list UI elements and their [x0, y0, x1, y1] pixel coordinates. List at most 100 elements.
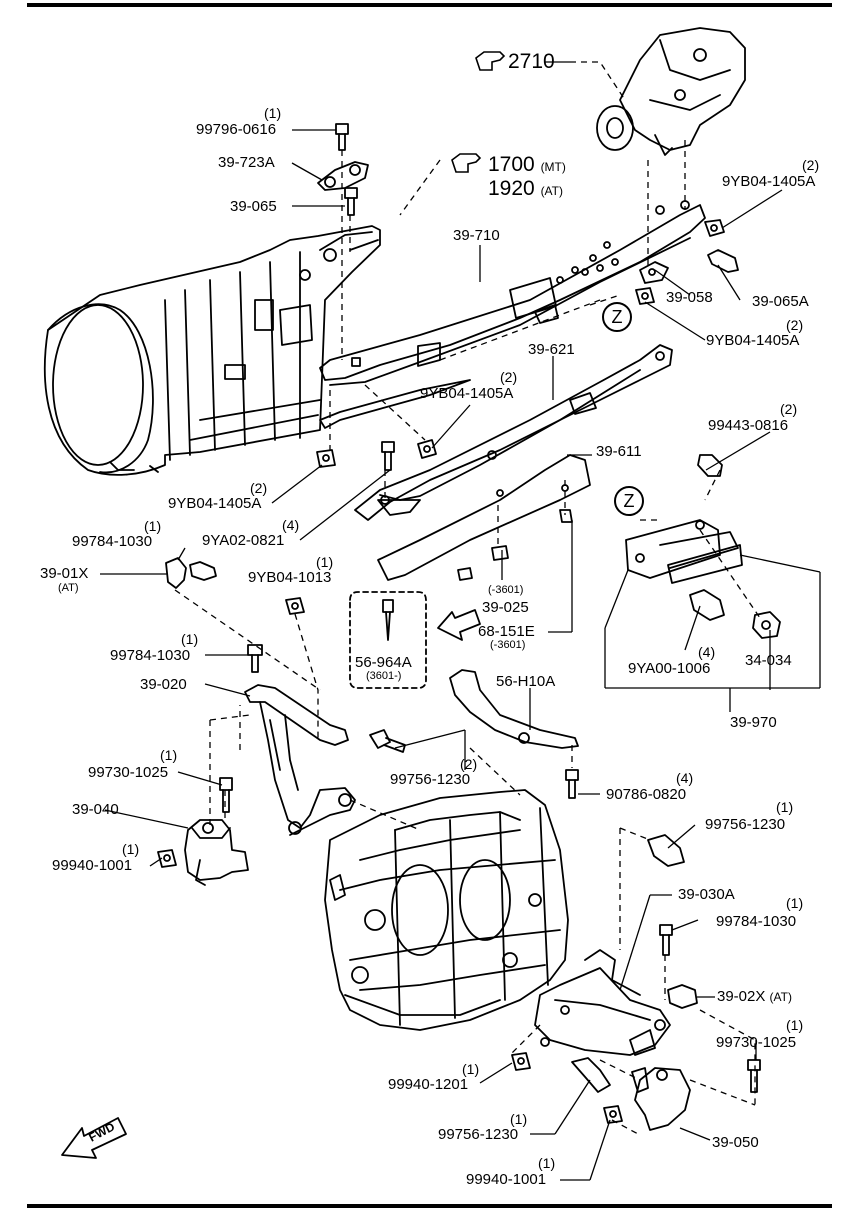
part-label-99756-1230[interactable]: 99756-1230 — [438, 1126, 519, 1143]
part-label-99940-1001[interactable]: 99940-1001 — [466, 1171, 547, 1188]
bolt-9ya00-1006 — [689, 589, 725, 621]
qty-label: (1) — [786, 895, 804, 911]
part-label-99940-1201[interactable]: 99940-1201 — [388, 1076, 469, 1093]
pointer-hand-icon — [451, 153, 482, 173]
part-label-39-02x[interactable]: 39-02X (AT) — [717, 988, 792, 1005]
qty-label: (1) — [316, 554, 334, 570]
qty-label: (1) — [181, 631, 199, 647]
clip-39-025 — [457, 545, 509, 581]
bolt-39-065 — [344, 187, 358, 216]
qty-label: (2) — [250, 480, 268, 496]
part-label-9yb04-1405a[interactable]: 9YB04-1405A — [420, 385, 514, 402]
part-label-99756-1230[interactable]: 99756-1230 — [390, 771, 471, 788]
part-label-99443-0816[interactable]: 99443-0816 — [708, 417, 789, 434]
clip-68-151e — [559, 509, 573, 523]
part-label-9yb04-1405a[interactable]: 9YB04-1405A — [168, 495, 262, 512]
plate-39-611 — [377, 454, 591, 581]
qty-label: (4) — [676, 770, 694, 786]
part-label-99784-1030[interactable]: 99784-1030 — [72, 533, 153, 550]
qty-label: (1) — [786, 1017, 804, 1033]
mount-39-040 — [184, 819, 249, 886]
bracket-56-h10a — [449, 669, 579, 749]
part-label-99796-0616[interactable]: 99796-0616 — [196, 121, 277, 138]
part-tag-at: (AT) — [58, 582, 79, 594]
transmission-housing — [43, 225, 381, 476]
part-label-39-020[interactable]: 39-020 — [140, 676, 187, 693]
part-label-39-970[interactable]: 39-970 — [730, 714, 777, 731]
part-label-39-025[interactable]: 39-025 — [482, 599, 529, 616]
qty-label: (1) — [776, 799, 794, 815]
ref-2710[interactable]: 2710 — [508, 50, 555, 73]
part-label-9yb04-1405a[interactable]: 9YB04-1405A — [722, 173, 816, 190]
leader-lines — [100, 61, 821, 1181]
nut-9yb04-l — [316, 449, 336, 468]
bolt-99756-c — [571, 1057, 611, 1093]
part-tag-3601: (-3601) — [490, 639, 526, 651]
part-tag-3601: (-3601) — [488, 584, 524, 596]
part-label-9yb04-1405a[interactable]: 9YB04-1405A — [706, 332, 800, 349]
group-56-964a — [349, 591, 427, 689]
part-label-99940-1001[interactable]: 99940-1001 — [52, 857, 133, 874]
fwd-arrow — [61, 1117, 127, 1159]
part-label-39-040[interactable]: 39-040 — [72, 801, 119, 818]
qty-label: (4) — [282, 517, 300, 533]
qty-label: (1) — [510, 1111, 528, 1127]
part-label-39-058[interactable]: 39-058 — [666, 289, 713, 306]
part-tag-3601-plus: (3601-) — [366, 670, 402, 682]
part-label-39-710[interactable]: 39-710 — [453, 227, 500, 244]
bolt-99730-a — [219, 777, 233, 813]
bolt-9ya02-0821 — [381, 441, 395, 471]
part-label-39-723a[interactable]: 39-723A — [218, 154, 275, 171]
pointer-icons — [451, 51, 506, 173]
part-label-9ya02-0821[interactable]: 9YA02-0821 — [202, 532, 285, 549]
part-label-99730-1025[interactable]: 99730-1025 — [88, 764, 169, 781]
nut-9yb04-1013 — [285, 597, 305, 615]
part-label-99784-1030[interactable]: 99784-1030 — [716, 913, 797, 930]
bolt-99784-c — [659, 924, 673, 956]
part-label-39-01x[interactable]: 39-01X — [40, 565, 89, 582]
nut-34-034 — [752, 611, 781, 639]
part-label-9ya00-1006[interactable]: 9YA00-1006 — [628, 660, 711, 677]
bracket-39-621 — [354, 344, 673, 521]
bolt-90786-0820 — [565, 769, 579, 799]
part-label-39-065[interactable]: 39-065 — [230, 198, 277, 215]
engine-block — [324, 789, 569, 1031]
part-label-99756-1230[interactable]: 99756-1230 — [705, 816, 786, 833]
dashed-lines — [174, 61, 761, 1136]
nut-9yb04-r — [635, 287, 655, 305]
part-label-99784-1030[interactable]: 99784-1030 — [110, 647, 191, 664]
differential — [596, 27, 746, 156]
part-label-34-034[interactable]: 34-034 — [745, 652, 792, 669]
bolt-99784-b — [247, 644, 263, 673]
qty-label: (2) — [786, 317, 804, 333]
qty-label: (2) — [460, 756, 478, 772]
part-label-39-621[interactable]: 39-621 — [528, 341, 575, 358]
bottom-border — [27, 1204, 832, 1208]
bolt-99443-0816 — [697, 454, 723, 477]
bolt-99756-b — [647, 834, 685, 867]
part-label-39-050[interactable]: 39-050 — [712, 1134, 759, 1151]
part-label-39-065a[interactable]: 39-065A — [752, 293, 809, 310]
qty-label: (1) — [144, 518, 162, 534]
part-label-68-151e[interactable]: 68-151E — [478, 623, 535, 640]
qty-label: (2) — [500, 369, 518, 385]
qty-label: (1) — [160, 747, 178, 763]
ref-1920[interactable]: 1920 (AT) — [488, 177, 563, 200]
part-label-9yb04-1013[interactable]: 9YB04-1013 — [248, 569, 332, 586]
part-label-99730-1025[interactable]: 99730-1025 — [716, 1034, 797, 1051]
part-label-56-964a[interactable]: 56-964A — [355, 654, 412, 671]
ref-1700[interactable]: 1700 (MT) — [488, 153, 566, 176]
part-label-56-h10a[interactable]: 56-H10A — [496, 673, 556, 690]
nut-9yb04-tr — [704, 219, 725, 237]
part-label-90786-0820[interactable]: 90786-0820 — [606, 786, 687, 803]
assembly-39-970 — [625, 519, 743, 584]
part-label-39-611[interactable]: 39-611 — [596, 443, 642, 460]
part-label-39-030a[interactable]: 39-030A — [678, 886, 735, 903]
qty-label: (1) — [538, 1155, 556, 1171]
bracket-39-058 — [639, 261, 669, 284]
bolt-39-065a — [707, 249, 739, 273]
qty-label: (1) — [122, 841, 140, 857]
qty-label: (2) — [802, 157, 820, 173]
nut-99940-b — [603, 1105, 623, 1124]
